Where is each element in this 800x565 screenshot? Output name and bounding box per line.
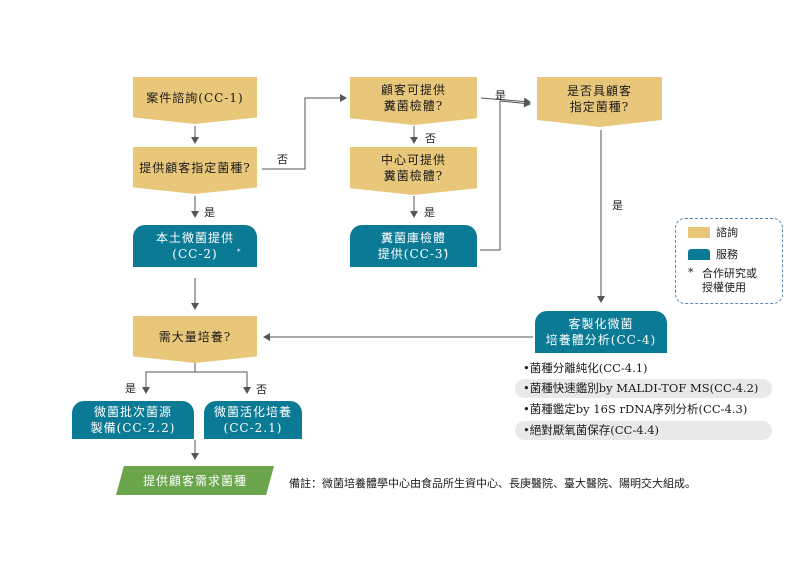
cc4-item-3-label: 菌種鑑定by 16S rDNA序列分析(CC-4.3) [529, 402, 748, 416]
need-mass-culture-node[interactable]: 需大量培養? [133, 316, 257, 363]
local-strain-label: 本土微菌提供 (CC-2) [155, 231, 234, 261]
arrow-provide-to-customer [262, 94, 347, 170]
legend-consult-swatch [688, 227, 710, 238]
arrow-need-to-batch [142, 362, 196, 394]
cc4-item-1: •菌種分離純化(CC-4.1) [515, 359, 770, 378]
edge-label-yes-1: 是 [204, 206, 215, 219]
bullet-mark: • [523, 361, 530, 375]
batch-prep-node[interactable]: 微菌批次菌源 製備(CC-2.2) [72, 401, 194, 439]
legend-asterisk: * [688, 266, 694, 279]
edge-label-yes-3: 是 [424, 206, 435, 219]
custom-culture-label: 客製化微菌 培養體分析(CC-4) [545, 317, 657, 347]
provide-customer-strain-node[interactable]: 提供顧客指定菌種? [133, 147, 257, 194]
legend-service-swatch [688, 249, 710, 260]
provide-customer-strain-label: 提供顧客指定菌種? [139, 160, 251, 175]
arrow-fecalbank-to-hasstrain [480, 99, 531, 251]
center-can-provide-label: 中心可提供 糞菌檢體? [380, 153, 446, 183]
cc4-item-2: •菌種快速鑑別by MALDI-TOF MS(CC-4.2) [515, 379, 772, 398]
legend-note-label: 合作研究或 授權使用 [702, 267, 757, 294]
footnote: 備註：微菌培養體學中心由食品所生資中心、長庚醫院、臺大醫院、陽明交大組成。 [289, 477, 696, 490]
cc4-item-4-label: 絕對厭氧菌保存(CC-4.4) [529, 423, 660, 437]
custom-culture-node[interactable]: 客製化微菌 培養體分析(CC-4) [535, 311, 667, 353]
arrow-need-to-activation [194, 362, 251, 394]
edge-label-yes-2: 是 [495, 89, 506, 102]
cc4-item-1-label: 菌種分離純化(CC-4.1) [529, 361, 648, 375]
cc4-item-3: •菌種鑑定by 16S rDNA序列分析(CC-4.3) [515, 400, 770, 419]
legend-service-label: 服務 [716, 248, 738, 261]
need-mass-culture-label: 需大量培養? [158, 329, 232, 344]
fecal-bank-node[interactable]: 糞菌庫檢體 提供(CC-3) * [350, 225, 477, 267]
case-inquiry-node[interactable]: 案件諮詢(CC-1) [133, 77, 257, 124]
local-strain-node[interactable]: 本土微菌提供 (CC-2) * [133, 225, 257, 267]
final-output-node[interactable]: 提供顧客需求菌種 [116, 466, 274, 495]
activation-label: 微菌活化培養 (CC-2.1) [213, 405, 292, 435]
center-can-provide-node[interactable]: 中心可提供 糞菌檢體? [350, 147, 477, 195]
batch-prep-label: 微菌批次菌源 製備(CC-2.2) [90, 405, 176, 435]
customer-can-provide-label: 顧客可提供 糞菌檢體? [380, 83, 446, 113]
edge-label-no-2: 否 [425, 132, 436, 145]
cc4-item-4: •絕對厭氧菌保存(CC-4.4) [515, 421, 772, 440]
legend-consult-label: 諮詢 [716, 226, 738, 239]
edge-label-yes-4: 是 [612, 199, 623, 212]
bullet-mark: • [523, 381, 530, 395]
has-customer-strain-node[interactable]: 是否具顧客 指定菌種? [537, 77, 662, 127]
edge-label-no-1: 否 [277, 153, 288, 166]
has-customer-strain-label: 是否具顧客 指定菌種? [566, 84, 632, 114]
cc4-item-2-label: 菌種快速鑑別by MALDI-TOF MS(CC-4.2) [529, 381, 759, 395]
arrow-customer-to-hasstrain [480, 97, 531, 106]
bullet-mark: • [523, 402, 530, 416]
bullet-mark: • [523, 423, 530, 437]
fecal-bank-label: 糞菌庫檢體 提供(CC-3) [377, 231, 450, 261]
edge-label-yes-5: 是 [125, 382, 136, 395]
case-inquiry-label: 案件諮詢(CC-1) [146, 90, 244, 105]
activation-node[interactable]: 微菌活化培養 (CC-2.1) [204, 401, 302, 439]
final-output-label: 提供顧客需求菌種 [142, 473, 247, 488]
legend: 諮詢 服務 * 合作研究或 授權使用 [675, 218, 783, 304]
edge-label-no-3: 否 [256, 383, 267, 396]
customer-can-provide-node[interactable]: 顧客可提供 糞菌檢體? [350, 77, 477, 125]
